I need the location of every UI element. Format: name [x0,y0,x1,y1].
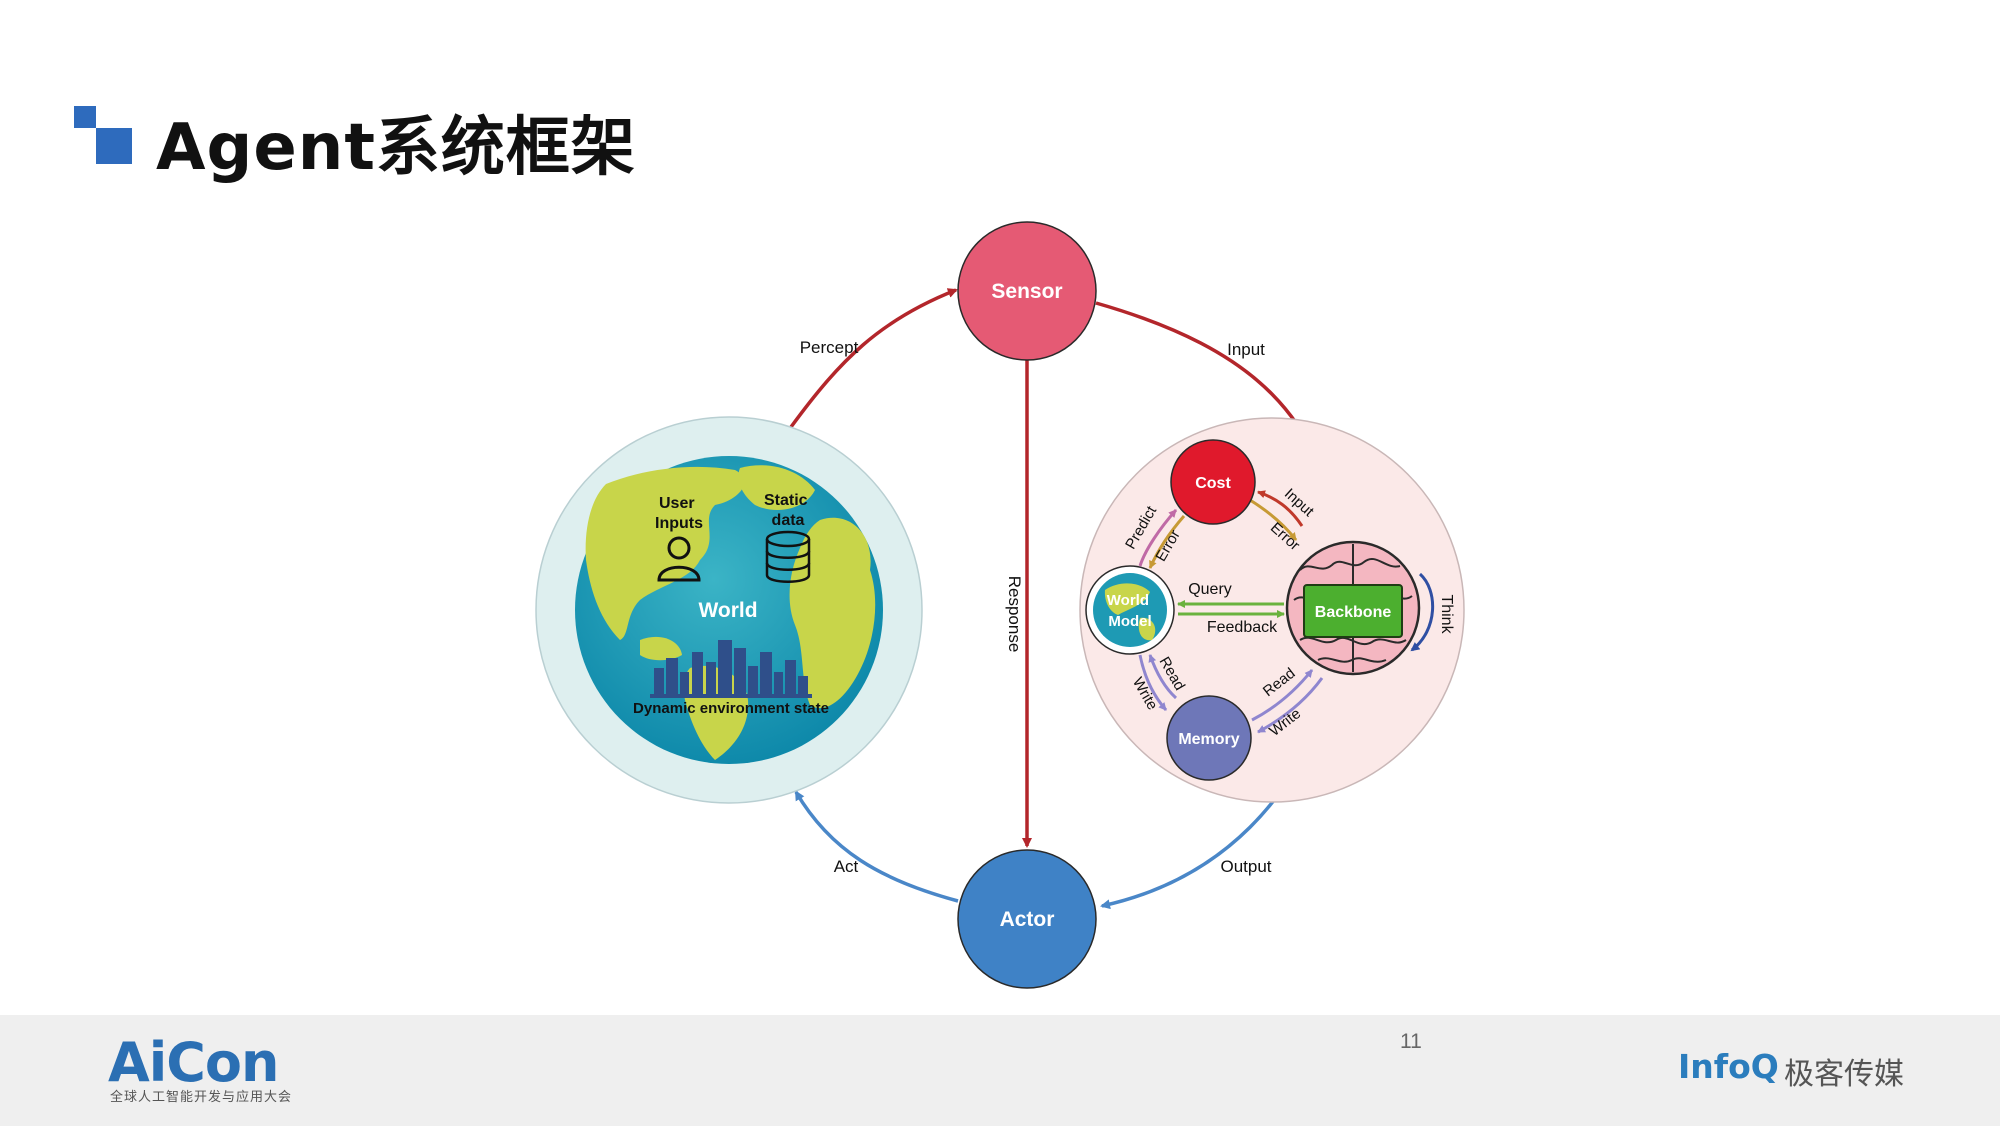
memory-label: Memory [1178,731,1239,748]
think-label: Think [1438,594,1455,634]
world-model-label: World Model [1107,592,1153,630]
input-to-cost-arrow [1257,490,1304,527]
backbone-box [1303,584,1403,638]
percept-label: Percept [800,338,859,357]
backbone-node: Backbone [1285,540,1421,676]
aicon-logo: AiCon [108,1031,279,1094]
database-icon [765,530,811,583]
predict-arrow [1138,509,1178,567]
static-data-label: Static data [764,492,812,529]
user-inputs-line-2: Inputs [655,515,703,532]
user-inputs-label: User Inputs [655,495,703,532]
world-model-line-2: Model [1108,613,1151,630]
static-data-line-1: Static [764,492,808,509]
response-label: Response [1005,576,1024,653]
agent-framework-diagram: Percept Input Response Act Output Sensor… [535,221,1465,989]
world-model-node: World Model [1085,565,1175,655]
output-label: Output [1220,857,1271,876]
read-from-memory-arrow [1148,654,1178,700]
cost-label: Cost [1195,475,1231,492]
query-label: Query [1188,581,1232,598]
infoq-chinese-name: 极客传媒 [1784,1057,1904,1092]
static-data-line-2: data [772,512,805,529]
continent-patch [640,636,682,661]
user-icon [657,536,701,582]
title-square-icon-large [96,128,132,164]
slide-title: Agent系统框架 [156,111,636,185]
error-to-world-model-arrow [1148,515,1186,569]
title-square-icon [74,106,96,128]
sensor-label: Sensor [991,280,1062,303]
city-skyline-icon [650,640,812,698]
memory-node: Memory [1166,695,1252,781]
read-to-backbone-arrow [1251,669,1314,722]
infoq-logo: InfoQ [1678,1047,1779,1086]
footer: AiCon 全球人工智能开发与应用大会 11 InfoQ 极客传媒 [0,1015,2000,1126]
world-label: World [698,599,757,622]
sensor-node: Sensor [957,221,1097,361]
actor-label: Actor [1000,908,1055,931]
world-model-line-1: World [1107,592,1149,609]
actor-node: Actor [957,849,1097,989]
continent-europe-africa [789,517,876,709]
write-from-backbone-arrow [1257,677,1324,734]
continent-greenland [738,465,815,510]
dynamic-environment-label: Dynamic environment state [633,700,829,717]
aicon-subtitle: 全球人工智能开发与应用大会 [110,1090,293,1105]
page-number: 11 [1400,1030,1422,1053]
continent-north-america [585,466,745,640]
input-label: Input [1227,340,1265,359]
error-from-cost-arrow [1249,498,1298,541]
think-loop-arrow [1410,572,1434,652]
percept-arrow [789,288,958,429]
cost-node: Cost [1170,439,1256,525]
act-label: Act [834,857,859,876]
act-arrow [794,790,959,903]
write-to-memory-arrow [1138,654,1168,711]
world-node: User Inputs Static data World Dynamic en… [535,416,923,804]
backbone-label: Backbone [1315,604,1392,621]
user-inputs-line-1: User [659,495,695,512]
feedback-label: Feedback [1207,619,1278,636]
